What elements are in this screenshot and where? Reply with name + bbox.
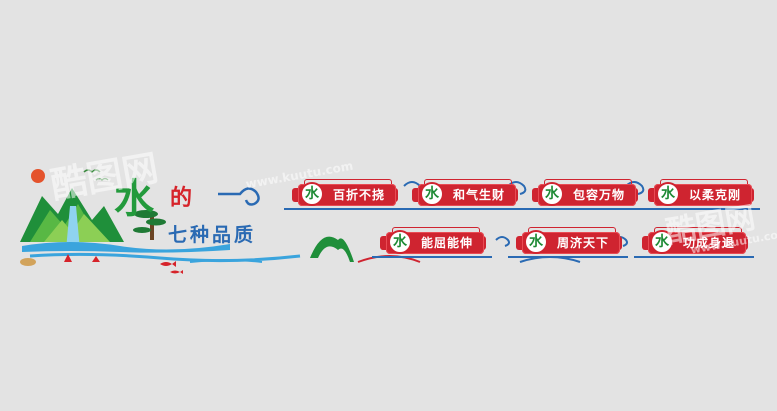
water-seal-icon: 水 [388,230,412,254]
cloud-icon [625,181,645,195]
water-seal-icon: 水 [540,182,564,206]
koi-fish-icon [160,261,176,267]
koi-fish-icon [170,270,183,274]
quality-badge: 水 包容万物 [524,178,644,212]
water-seal-icon: 水 [300,182,324,206]
cloud-icon [507,181,527,195]
quality-badge: 水 和气生财 [404,178,524,212]
water-wave [22,242,230,253]
quality-badge: 水 周济天下 [508,226,628,260]
quality-label: 周济天下 [556,236,609,250]
quality-badge: 水 能屈能伸 [372,226,492,260]
quality-badge: 水 百折不挠 [284,178,404,212]
title-subtitle: 七种品质 [168,224,257,246]
title-connector: 的 [170,186,193,211]
sailboat-icon [92,256,100,262]
pine-tree-icon [150,214,154,240]
water-seal-icon: 水 [524,230,548,254]
water-seal-icon: 水 [656,182,680,206]
hill-icon [310,236,354,262]
rock-icon [20,258,36,266]
cloud-icon [495,236,510,247]
quality-label: 和气生财 [452,188,505,202]
quality-label: 能屈能伸 [420,236,473,250]
bird-icon [95,177,109,181]
quality-label: 功成身退 [682,236,735,250]
water-seal-icon: 水 [650,230,674,254]
water-seal-icon: 水 [420,182,444,206]
bird-icon [83,169,101,174]
cloud-icon [218,187,260,206]
sun-icon [31,169,45,183]
quality-badge: 水 以柔克刚 [640,178,760,212]
title-main-char: 水 [114,175,154,222]
quality-label: 以柔克刚 [688,188,741,202]
water-wave [29,252,301,263]
waterfall-icon [66,206,80,250]
quality-label: 包容万物 [572,188,625,202]
quality-label: 百折不挠 [332,188,385,202]
sailboat-icon [64,254,72,262]
quality-badge: 水 功成身退 [634,226,754,260]
